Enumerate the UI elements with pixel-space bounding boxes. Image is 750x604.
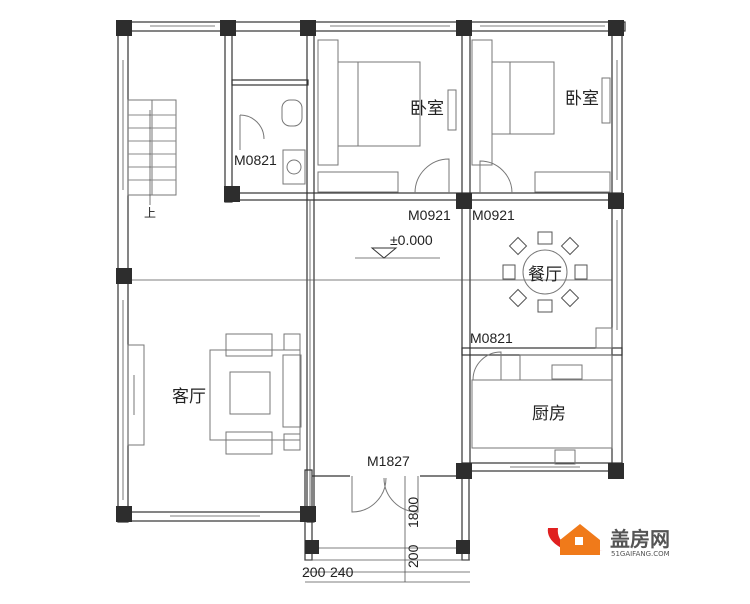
living-furniture [127, 333, 302, 455]
label-door-bath: M0821 [234, 152, 277, 168]
label-bedroom-1: 卧室 [410, 99, 444, 119]
label-living: 客厅 [172, 387, 206, 407]
dim-step: 200 [405, 544, 421, 568]
dim-bottom-left: 200 [302, 564, 326, 580]
logo-name: 盖房网 [610, 527, 670, 551]
columns [116, 20, 624, 554]
kitchen-fixtures [471, 351, 613, 465]
label-door-entry: M1827 [367, 453, 410, 469]
walls [117, 21, 626, 583]
dim-porch-depth: 1800 [405, 497, 421, 528]
label-kitchen: 厨房 [532, 404, 566, 424]
bathroom-fixtures [239, 99, 306, 185]
label-elevation: ±0.000 [390, 232, 433, 248]
label-door-kitchen: M0821 [470, 330, 513, 346]
label-door-bedroom-2: M0921 [472, 207, 515, 223]
label-stair-up: 上 [144, 206, 156, 220]
logo-site: 51GAIFANG.COM [611, 550, 670, 558]
bedroom-furniture [317, 39, 611, 194]
label-bedroom-2: 卧室 [565, 89, 599, 109]
entry-door [351, 476, 419, 513]
windows [122, 25, 618, 517]
staircase [127, 99, 177, 205]
dim-bottom-right: 240 [330, 564, 354, 580]
site-logo: 盖房网 51GAIFANG.COM [547, 524, 670, 558]
label-door-bedroom-1: M0921 [408, 207, 451, 223]
label-dining: 餐厅 [528, 265, 562, 285]
elevation-marker [355, 247, 440, 259]
dining-table [502, 231, 613, 349]
